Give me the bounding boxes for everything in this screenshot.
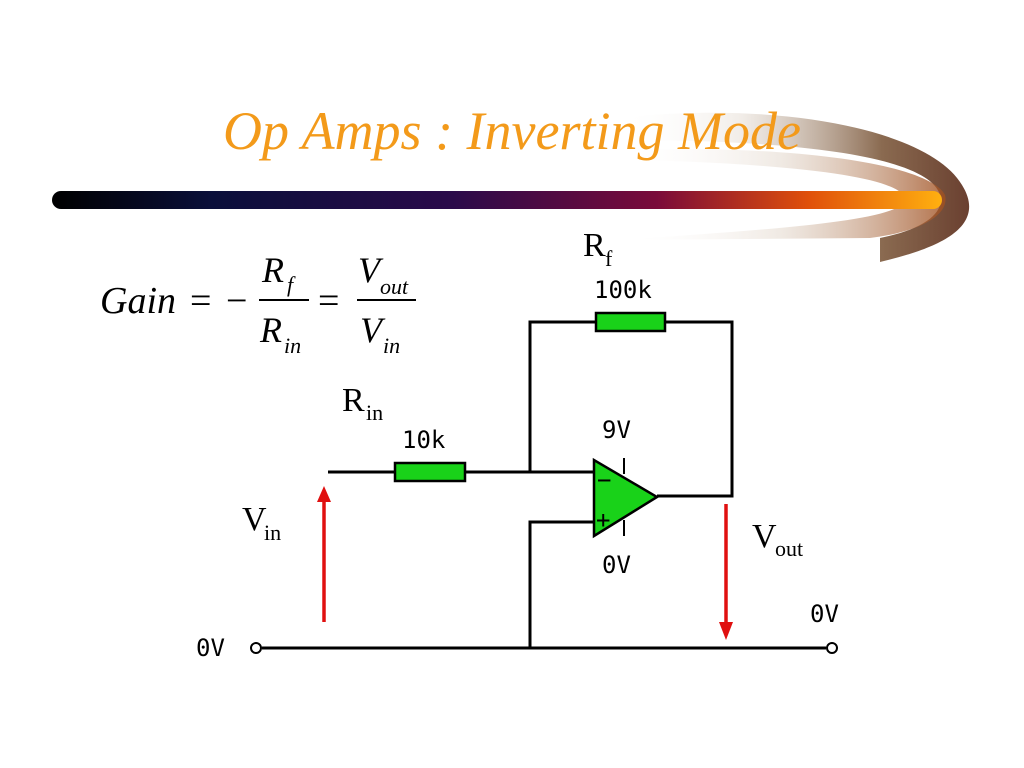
opamp-noninverting-symbol: + [596, 506, 610, 534]
feedback-wire-right [657, 320, 734, 498]
title-underline-bar [52, 191, 942, 209]
input-resistor [393, 461, 467, 483]
page-title: Op Amps : Inverting Mode [223, 101, 801, 161]
formula-vin-sub: in [383, 333, 400, 358]
rin-label-sub: in [366, 400, 383, 425]
feedback-wire [528, 320, 596, 472]
vin-label-sub: in [264, 520, 281, 545]
rf-value: 100k [594, 276, 652, 304]
formula-rf-sub: f [287, 272, 296, 297]
vin-label-base: V [242, 501, 267, 538]
formula-rin-sub: in [284, 333, 301, 358]
right-ground-terminal [826, 642, 838, 654]
formula-rf-base: R [261, 250, 284, 290]
rin-label-base: R [342, 382, 365, 419]
formula-equals-1: = [190, 280, 211, 322]
swoosh-inner [620, 149, 946, 240]
opamp-triangle [592, 457, 660, 539]
formula-vout-base: V [358, 250, 384, 290]
feedback-resistor [594, 311, 667, 333]
vout-arrow-head [719, 622, 733, 640]
left-ground-terminal [250, 642, 262, 654]
rf-label-sub: f [605, 246, 613, 271]
vin-arrow-head [317, 486, 331, 502]
formula-vout-sub: out [380, 274, 409, 299]
opamp-inverting-symbol: − [597, 466, 611, 494]
right-ground-label: 0V [810, 600, 839, 628]
formula-minus: − [226, 280, 247, 322]
circuit-wires [262, 320, 826, 650]
formula-gain-word: Gain [100, 280, 176, 322]
gain-formula: Gain = − R f R in = V out V in [100, 250, 416, 358]
noninverting-wire [528, 520, 594, 648]
rf-label-base: R [583, 227, 606, 264]
formula-vin-base: V [360, 310, 386, 350]
rin-value: 10k [402, 426, 446, 454]
supply-positive-label: 9V [602, 416, 631, 444]
swoosh-outer [620, 112, 970, 262]
left-ground-label: 0V [196, 634, 225, 662]
vout-label-base: V [752, 518, 777, 555]
formula-equals-2: = [318, 280, 339, 322]
supply-negative-label: 0V [602, 551, 631, 579]
formula-rin-base: R [259, 310, 282, 350]
vout-label-sub: out [775, 536, 803, 561]
